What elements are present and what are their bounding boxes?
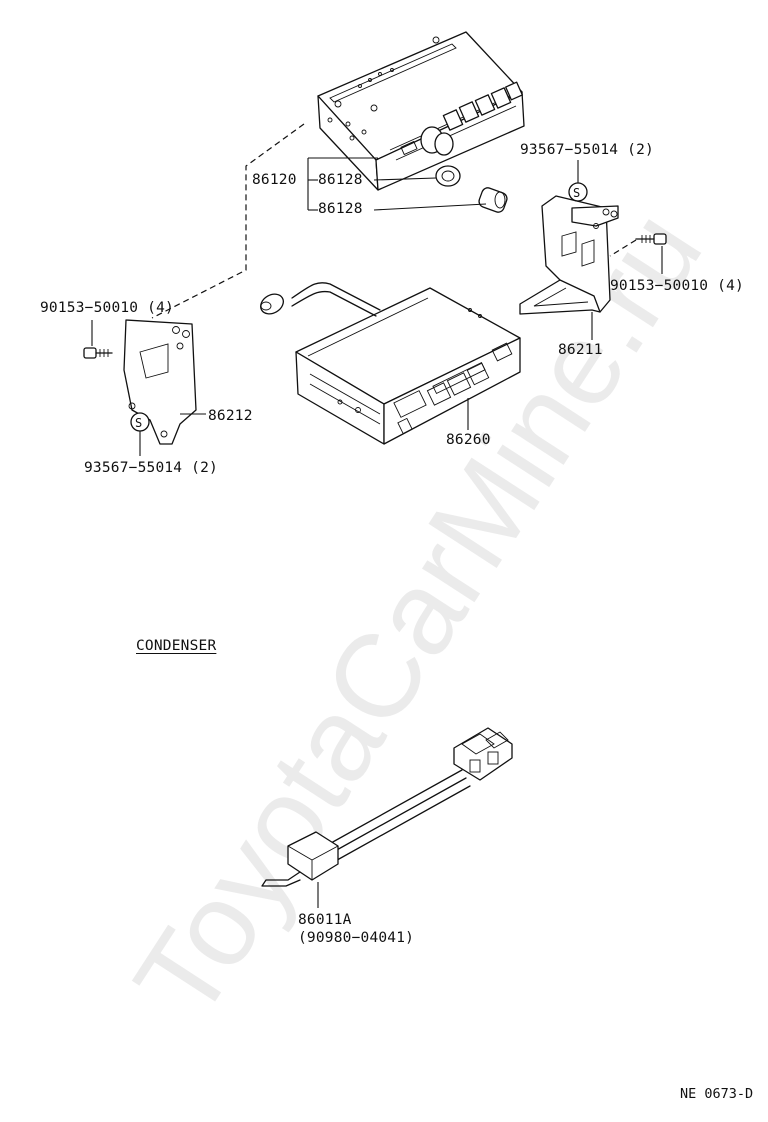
- left-nut-drawing: [130, 412, 150, 456]
- assembly-guide-line: [151, 123, 305, 319]
- knob-upper-drawing: [435, 165, 461, 187]
- label-radio-assembly: 86120: [252, 172, 297, 188]
- nut-symbol-left-icon: S: [135, 416, 143, 430]
- reference-code: NE 0673-D: [680, 1086, 754, 1102]
- right-screw-drawing: [609, 233, 667, 274]
- label-condenser: 86011A: [298, 912, 352, 928]
- section-title-condenser: CONDENSER: [136, 638, 217, 654]
- left-screw-drawing: [83, 320, 113, 359]
- label-bracket-left: 86212: [208, 408, 253, 424]
- label-screw-right: 90153−50010 (4): [610, 278, 744, 294]
- radio-leader-lines: [307, 157, 487, 211]
- label-knob-upper: 86128: [318, 172, 363, 188]
- label-screw-left: 90153−50010 (4): [40, 300, 174, 316]
- radio-head-unit-drawing: [317, 31, 525, 191]
- condenser-drawing: [261, 727, 513, 908]
- label-cassette-player: 86260: [446, 432, 491, 448]
- cassette-cable-drawing: [260, 282, 381, 317]
- label-nut-right: 93567−55014 (2): [520, 142, 654, 158]
- nut-symbol-right-icon: S: [573, 186, 581, 200]
- knob-lower-drawing: [478, 187, 508, 213]
- cassette-player-drawing: [295, 287, 521, 445]
- right-bracket-drawing: [519, 195, 619, 340]
- label-knob-lower: 86128: [318, 201, 363, 217]
- label-condenser-alt: (90980−04041): [298, 930, 415, 946]
- label-nut-left: 93567−55014 (2): [84, 460, 218, 476]
- right-nut-drawing: [568, 160, 588, 202]
- label-bracket-right: 86211: [558, 342, 603, 358]
